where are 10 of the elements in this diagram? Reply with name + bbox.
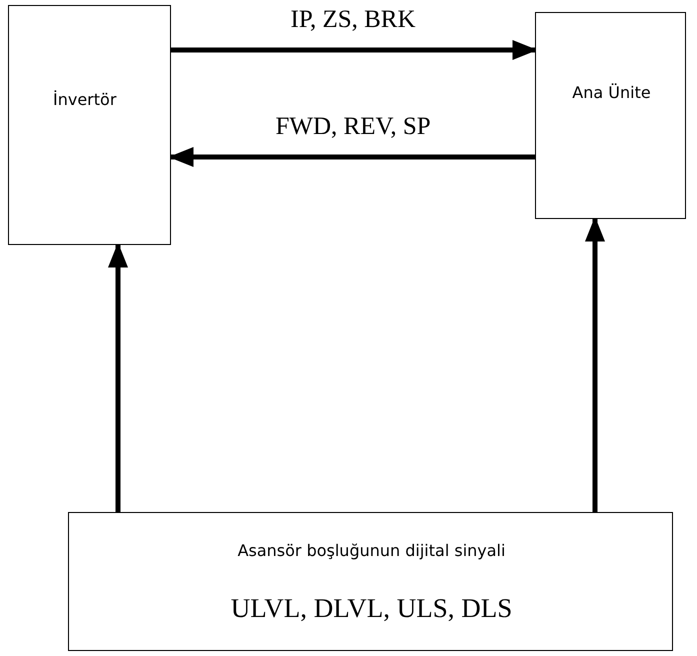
process-box (535, 12, 686, 219)
process-box (8, 5, 171, 245)
node-label: Ana Ünite (571, 83, 652, 102)
node-label: İnvertör (53, 90, 118, 109)
arrow (171, 40, 538, 60)
signal-list: ULVL, DLVL, ULS, DLS (69, 593, 674, 624)
node-label: Asansör boşluğunun dijital sinyali (236, 541, 506, 560)
arrow (585, 216, 605, 512)
process-box (68, 512, 673, 651)
arrow (108, 242, 128, 512)
